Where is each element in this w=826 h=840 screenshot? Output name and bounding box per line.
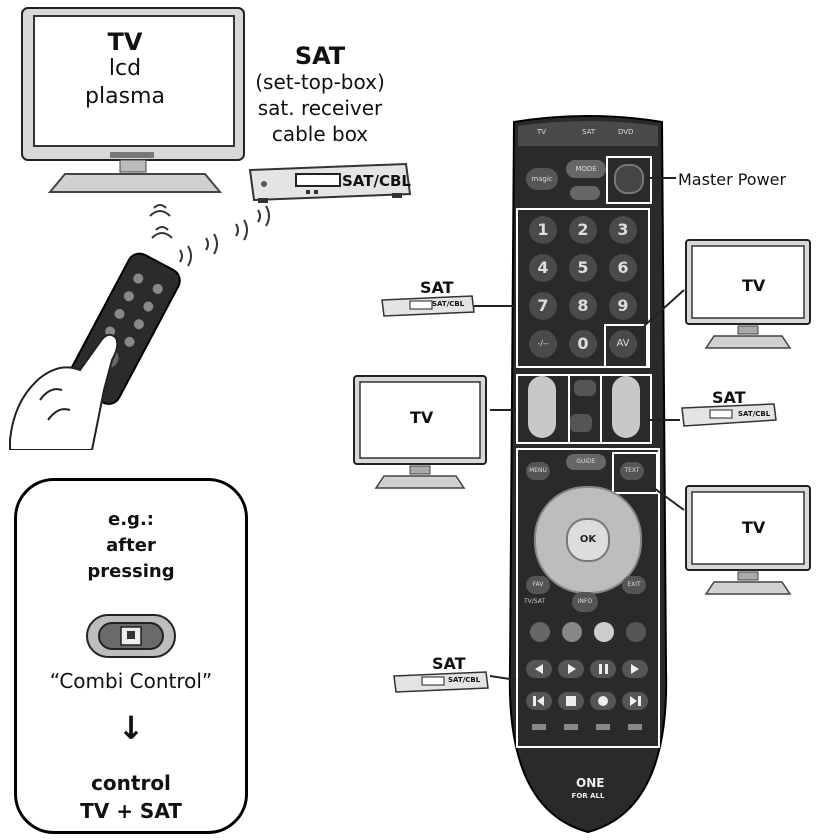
note-line3: pressing <box>87 561 175 582</box>
combi-control-button-icon <box>86 614 176 658</box>
remote-green-key[interactable] <box>562 622 582 642</box>
remote-power-button[interactable] <box>614 164 644 194</box>
highlight-lower-section <box>516 448 660 748</box>
callout-tv-volume-title: TV <box>410 408 434 427</box>
callout-sat-transport-title: SAT <box>432 654 466 673</box>
highlight-power <box>606 156 652 204</box>
tv-main-line2: plasma <box>85 84 165 109</box>
callout-sat-channel-device: SAT/CBL <box>738 410 771 418</box>
remote-transport-keys[interactable] <box>524 658 650 740</box>
callout-tv-av-title: TV <box>742 276 766 295</box>
remote-key-6[interactable]: 6 <box>609 254 637 282</box>
remote-combi-button[interactable] <box>570 186 600 200</box>
remote-exit-button[interactable]: EXIT <box>622 576 646 594</box>
sat-main-line2: sat. receiver <box>257 96 383 120</box>
remote-key-5[interactable]: 5 <box>569 254 597 282</box>
remote-info-button[interactable]: INFO <box>572 592 598 612</box>
tv-main-title: TV <box>107 28 143 56</box>
signal-waves-icon <box>149 204 270 267</box>
remote-key-av[interactable]: AV <box>609 330 637 358</box>
remote-mute-button[interactable] <box>570 414 592 432</box>
callout-tv-text-title: TV <box>742 518 766 537</box>
highlight-text <box>612 452 658 494</box>
remote-key-0[interactable]: 0 <box>569 330 597 358</box>
remote-mode-button[interactable]: MODE <box>566 160 606 178</box>
sat-main-line1: (set-top-box) <box>255 70 385 94</box>
remote-channel-rocker[interactable] <box>612 376 640 438</box>
note-line5: TV + SAT <box>80 799 182 823</box>
sat-main-title: SAT <box>294 42 346 70</box>
remote-menu-button[interactable]: MENU <box>526 462 550 480</box>
remote-tab-dvd[interactable]: DVD <box>618 128 634 136</box>
note-arrow: ↓ <box>117 709 145 747</box>
sat-main-device-label: SAT/CBL <box>342 172 411 190</box>
remote-guide-button[interactable]: GUIDE <box>566 454 606 470</box>
remote-key-9[interactable]: 9 <box>609 292 637 320</box>
callout-sat-numbers-box <box>381 295 475 317</box>
master-power-label: Master Power <box>678 170 787 189</box>
callout-tv-av-illustration <box>685 239 811 349</box>
note-line4: control <box>91 771 171 795</box>
highlight-number-keys <box>516 208 650 368</box>
note-line1: e.g.: <box>108 509 154 530</box>
sat-box-main <box>248 162 412 203</box>
remote-volume-rocker[interactable] <box>528 376 556 438</box>
highlight-av <box>604 324 648 368</box>
combi-control-note: e.g.: after pressing “Combi Control” ↓ c… <box>14 478 248 834</box>
tv-main-line1: lcd <box>108 56 142 81</box>
remote-tab-tv[interactable]: TV <box>537 128 547 136</box>
callout-tv-volume-illustration <box>353 375 487 489</box>
remote-brand-line2: FOR ALL <box>571 792 605 800</box>
tv-main-illustration <box>21 7 245 193</box>
sat-main-line3: cable box <box>271 122 369 146</box>
remote-key-7[interactable]: 7 <box>529 292 557 320</box>
remote-ok-button[interactable]: OK <box>566 518 610 562</box>
remote-key-3[interactable]: 3 <box>609 216 637 244</box>
remote-fav-button[interactable]: FAV <box>526 576 550 594</box>
callout-sat-numbers-device: SAT/CBL <box>432 300 465 308</box>
remote-tab-sat[interactable]: SAT <box>582 128 596 136</box>
remote-text-button[interactable]: TEXT <box>620 462 644 480</box>
callout-sat-transport-device: SAT/CBL <box>448 676 481 684</box>
remote-key-2[interactable]: 2 <box>569 216 597 244</box>
remote-key-1[interactable]: 1 <box>529 216 557 244</box>
remote-yellow-key[interactable] <box>594 622 614 642</box>
remote-last-channel-button[interactable] <box>574 380 596 396</box>
hand-remote-illustration <box>9 252 181 450</box>
callout-sat-channel-title: SAT <box>712 388 746 407</box>
remote-tvsat-label: TV/SAT <box>524 598 546 605</box>
highlight-channel <box>568 374 652 444</box>
callout-sat-channel-box <box>681 403 777 427</box>
callout-sat-transport-box <box>393 671 489 693</box>
remote-magic-button[interactable]: magic <box>526 168 558 190</box>
remote-key-minus[interactable]: -/-- <box>529 330 557 358</box>
remote-key-8[interactable]: 8 <box>569 292 597 320</box>
remote-blue-key[interactable] <box>626 622 646 642</box>
note-quote: “Combi Control” <box>49 669 213 693</box>
highlight-volume-mute <box>516 374 602 444</box>
remote-key-4[interactable]: 4 <box>529 254 557 282</box>
remote-red-key[interactable] <box>530 622 550 642</box>
callout-sat-numbers-title: SAT <box>420 278 454 297</box>
callout-tv-text-illustration <box>685 485 811 595</box>
remote-brand-line1: ONE <box>576 776 605 790</box>
note-line2: after <box>106 535 156 556</box>
